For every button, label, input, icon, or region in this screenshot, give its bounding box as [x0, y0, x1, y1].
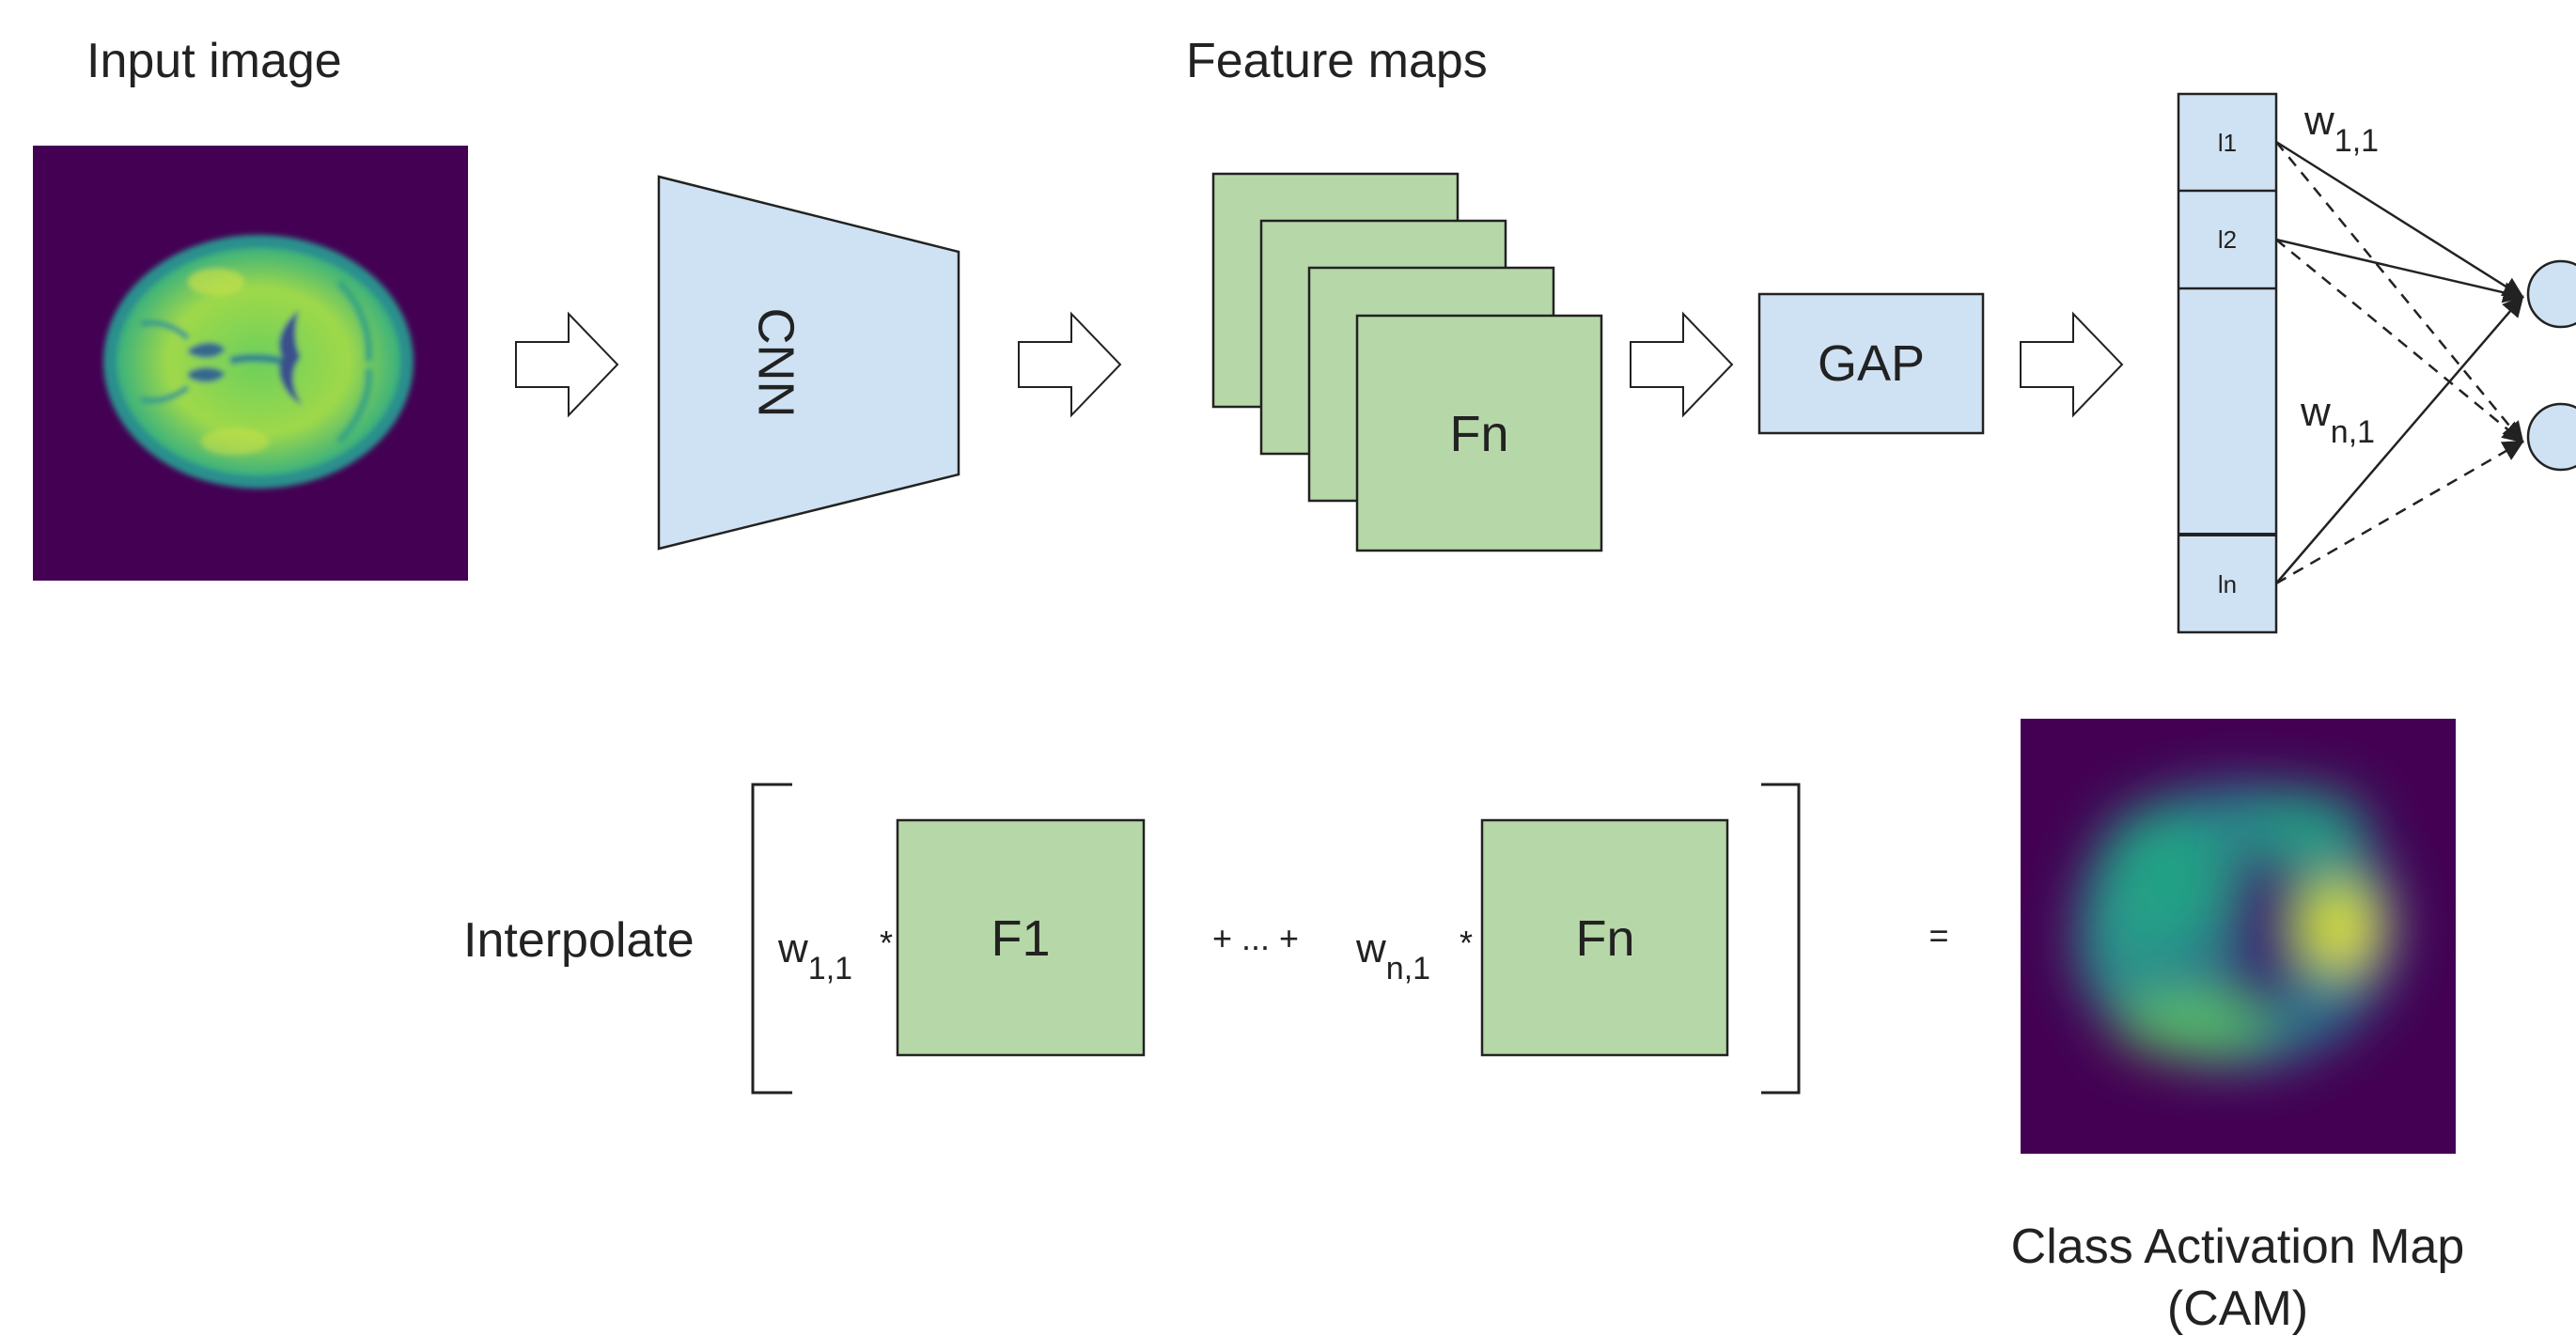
feature-map-front-label: Fn [1449, 406, 1508, 462]
cam-heatmap-image [2021, 719, 2456, 1154]
gap-vector: l1 l2 ln [2177, 92, 2278, 634]
gap-block [1757, 292, 1985, 435]
gap-label: GAP [1818, 335, 1925, 392]
vector-cell-label: l2 [2218, 225, 2237, 254]
equals-sign: = [1928, 916, 1948, 955]
feature-map-f1 [896, 818, 1146, 1057]
fc-connections [2275, 140, 2525, 585]
sum-ellipsis: + ... + [1212, 919, 1299, 957]
arrow-icon [2020, 311, 2124, 418]
feature-map-f1-label: F1 [991, 910, 1050, 967]
feature-map-front [1355, 314, 1603, 552]
termn-star: * [1460, 924, 1473, 962]
input-brain-image [33, 146, 468, 581]
cnn-label: CNN [748, 308, 804, 418]
right-bracket [1761, 783, 1801, 1095]
cnn-block [657, 175, 960, 551]
input-image-label: Input image [86, 34, 342, 88]
arrow-icon [515, 311, 619, 418]
feature-map-fn [1480, 818, 1729, 1057]
feature-map-stack: Fn [1211, 172, 1603, 552]
cam-caption-line2: (CAM) [2167, 1282, 2308, 1336]
left-bracket [751, 783, 792, 1095]
arrow-icon [1630, 311, 1734, 418]
weight-label-last: wn,1 [2300, 389, 2375, 450]
cam-caption-line1: Class Activation Map [2011, 1219, 2465, 1274]
interpolate-label: Interpolate [463, 913, 695, 968]
output-neuron [2526, 259, 2576, 329]
feature-maps-label: Feature maps [1186, 34, 1488, 88]
term1-star: * [880, 924, 893, 962]
vector-cell-label: ln [2218, 570, 2237, 598]
output-neuron [2526, 402, 2576, 472]
term1-weight: w1,1 [777, 925, 852, 986]
arrow-icon [1018, 311, 1122, 418]
weight-label-first: w1,1 [2303, 98, 2379, 159]
termn-weight: wn,1 [1355, 925, 1430, 986]
vector-cell-label: l1 [2218, 129, 2237, 157]
feature-map-fn-label: Fn [1575, 910, 1634, 967]
